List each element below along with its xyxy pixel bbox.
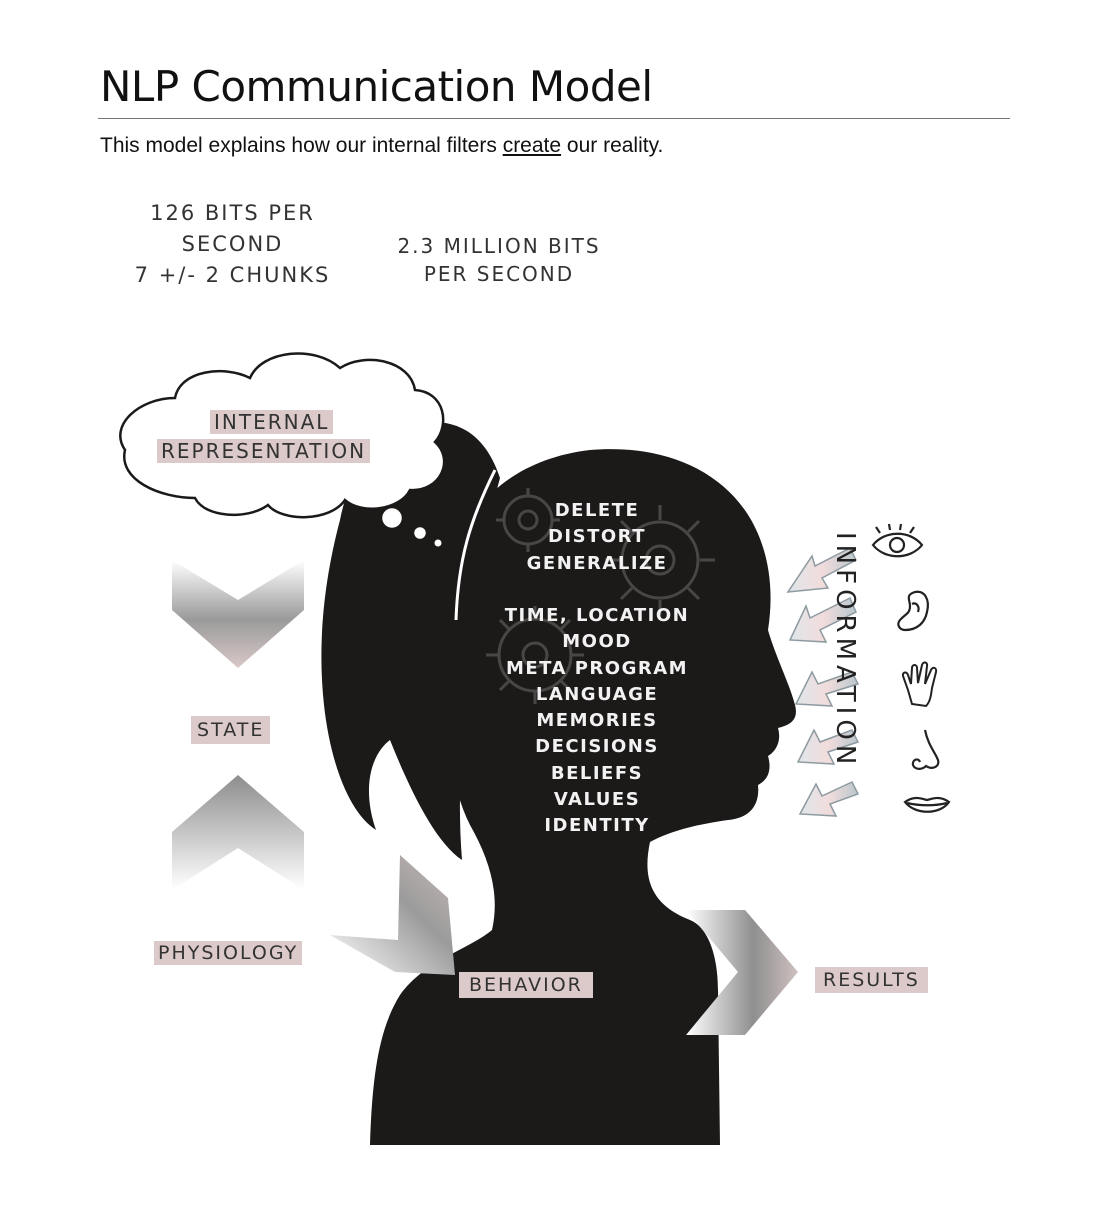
thought-bubble-large bbox=[379, 505, 405, 531]
results-label: RESULTS bbox=[815, 967, 928, 993]
subtitle-text-before: This model explains how our internal fil… bbox=[100, 134, 503, 157]
subtitle-emphasis: create bbox=[502, 134, 562, 157]
hand-icon bbox=[901, 661, 938, 708]
filter-distort: DISTORT bbox=[547, 526, 646, 548]
filter-values: VALUES bbox=[553, 789, 641, 811]
filter-memories: MEMORIES bbox=[536, 710, 658, 732]
eye-icon bbox=[871, 523, 924, 558]
gear-icon bbox=[486, 488, 715, 704]
information-arrows bbox=[786, 546, 860, 817]
filter-language: LANGUAGE bbox=[535, 683, 659, 705]
physiology-to-behavior-arrow bbox=[330, 855, 455, 975]
information-arrow-5 bbox=[798, 781, 860, 817]
subtitle-text-after: our reality. bbox=[561, 134, 664, 157]
information-arrow-3 bbox=[794, 670, 860, 707]
head-silhouette bbox=[370, 449, 796, 1145]
filter-mood: MOOD bbox=[562, 631, 632, 653]
thought-bubble-small bbox=[432, 537, 444, 549]
ear-icon bbox=[897, 590, 929, 632]
thought-cloud bbox=[119, 352, 446, 519]
lips-icon bbox=[903, 796, 951, 813]
filter-time-location: TIME, LOCATION bbox=[504, 605, 690, 626]
behavior-label: BEHAVIOR bbox=[459, 972, 593, 998]
information-arrow-2 bbox=[788, 596, 857, 643]
conscious-stat-line-1: 126 BITS PER bbox=[150, 201, 315, 225]
information-arrow-1 bbox=[786, 546, 857, 593]
title-divider bbox=[98, 118, 1010, 119]
filter-factors-list: TIME, LOCATION MOOD META PROGRAM LANGUAG… bbox=[480, 603, 714, 840]
filter-generalize: GENERALIZE bbox=[526, 552, 668, 574]
unconscious-stat-line-2: PER SECOND bbox=[423, 262, 575, 286]
conscious-stat-line-2: SECOND bbox=[181, 232, 284, 256]
conscious-capacity-stat: 126 BITS PER SECOND 7 +/- 2 CHUNKS bbox=[110, 198, 355, 291]
information-arrow-4 bbox=[796, 728, 860, 765]
thought-bubble-medium bbox=[411, 524, 429, 542]
down-chevron-arrow bbox=[172, 560, 304, 668]
head-outline bbox=[454, 469, 497, 621]
filter-delete: DELETE bbox=[554, 500, 640, 521]
unconscious-capacity-stat: 2.3 MILLION BITS PER SECOND bbox=[380, 232, 618, 288]
information-label: INFORMATION bbox=[830, 532, 860, 770]
filter-decisions: DECISIONS bbox=[535, 736, 659, 758]
up-chevron-arrow bbox=[172, 775, 304, 890]
page-subtitle: This model explains how our internal fil… bbox=[100, 134, 663, 158]
conscious-stat-line-3: 7 +/- 2 CHUNKS bbox=[134, 263, 331, 287]
representation-label: REPRESENTATION bbox=[157, 439, 371, 463]
page-title: NLP Communication Model bbox=[100, 62, 653, 111]
filter-beliefs: BELIEFS bbox=[550, 762, 644, 784]
physiology-label: PHYSIOLOGY bbox=[154, 941, 303, 965]
filter-processes-list: DELETE DISTORT GENERALIZE bbox=[480, 498, 714, 577]
behavior-to-results-arrow bbox=[686, 910, 798, 1035]
nose-icon bbox=[911, 729, 940, 770]
unconscious-stat-line-1: 2.3 MILLION BITS bbox=[397, 234, 601, 258]
filter-identity: IDENTITY bbox=[544, 815, 650, 837]
internal-label: INTERNAL bbox=[210, 410, 334, 434]
state-label: STATE bbox=[191, 716, 271, 744]
filter-meta-program: META PROGRAM bbox=[505, 657, 689, 679]
